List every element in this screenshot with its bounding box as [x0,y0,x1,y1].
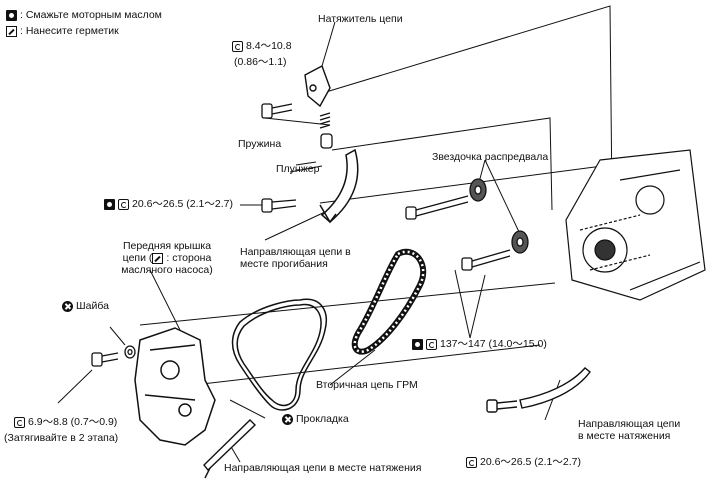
torque-icon [426,338,437,350]
tension-guide-bottom [203,419,257,479]
tighten-note: (Затягивайте в 2 этапа) [4,432,119,444]
legend-oil: : Смажьте моторным маслом [6,9,162,21]
sealant-icon [152,252,164,264]
slack-guide-bolt [261,198,297,213]
secondary-timing-chain [351,248,427,355]
tensioner-torque-kgm: (0.86～1.1) [234,56,287,68]
plunger [320,133,333,149]
oil-icon [104,198,115,210]
label-spring: Пружина [238,138,282,150]
label-front-cover-3: масляного насоса) [121,264,213,276]
label-cam-sprocket: Звездочка распредвала [432,151,549,163]
label-secondary-chain: Вторичная цепь ГРМ [316,379,418,391]
cover-bolt-torque: 6.9～8.8 (0.7～0.9) [14,416,117,428]
spring [319,112,331,129]
cam-sprockets [405,178,529,271]
label-front-cover-1: Передняя крышка [122,240,212,252]
torque-icon [466,456,477,468]
slack-guide [319,148,359,224]
label-tension-guide-right-2: в месте натяжения [578,430,671,442]
legend-sealant: : Нанесите герметик [6,25,119,37]
front-cover [134,327,216,446]
tensioner-torque: 8.4～10.8 [232,40,292,52]
label-tensioner: Натяжитель цепи [318,13,403,25]
engine-block [565,149,706,301]
chain-tensioner [304,65,331,108]
sealant-icon [6,25,17,37]
label-gasket: Прокладка [282,413,349,425]
tension-guide-torque: 20.6～26.5 (2.1～2.7) [466,456,581,468]
replace-icon [282,413,293,425]
oil-icon [412,338,423,350]
torque-icon [118,198,129,210]
label-slack-guide-1: Направляющая цепи в [240,246,351,258]
label-plunger: Плунжер [276,163,320,175]
label-washer: Шайба [62,300,109,312]
label-tension-guide-right-1: Направляющая цепи [578,418,681,430]
label-tension-guide-bottom: Направляющая цепи в месте натяжения [224,462,422,474]
torque-icon [232,40,243,52]
cam-bolt-torque: 137～147 (14.0～15.0) [412,338,547,350]
replace-icon [62,300,73,312]
slack-guide-torque: 20.6～26.5 (2.1～2.7) [104,198,233,210]
label-slack-guide-2: месте прогибания [240,258,328,270]
tensioner-bolt [261,103,293,119]
gasket [231,298,327,411]
washer-and-bolt [91,345,136,367]
torque-icon [14,416,25,428]
tension-guide-right [486,367,591,413]
oil-icon [6,9,17,21]
label-front-cover-2: цепи (: сторона [122,252,212,264]
